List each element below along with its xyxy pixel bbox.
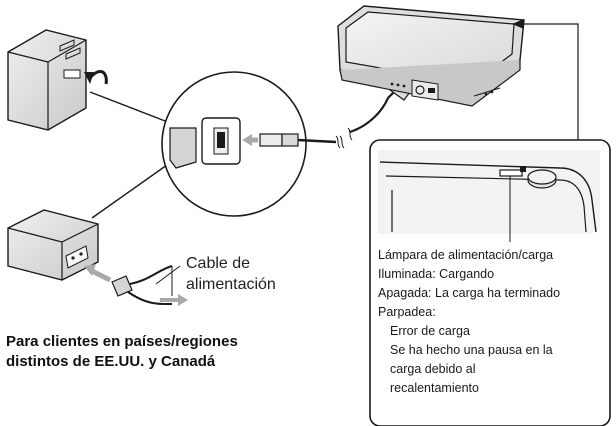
lamp-title: Lámpara de alimentación/carga	[378, 248, 554, 262]
lamp-detail-box	[369, 139, 611, 426]
ac-adapter-intl-icon	[7, 209, 99, 281]
power-cord-icon	[111, 265, 173, 305]
lamp-blink: Parpadea:	[378, 305, 436, 319]
cable-label-line1: Cable de	[186, 255, 251, 272]
lamp-off: Apagada: La carga ha terminado	[378, 286, 561, 300]
region-note-line2: distintos de EE.UU. y Canadá	[6, 353, 216, 370]
lamp-pause-line2: carga debido al	[390, 362, 476, 376]
lamp-lit: Iluminada: Cargando	[378, 267, 495, 281]
lamp-pause-line1: Se ha hecho una pausa en la	[390, 343, 553, 357]
ac-adapter-us-icon	[7, 29, 87, 131]
rotate-arrow-icon	[84, 69, 108, 85]
lamp-pause-line3: recalentamiento	[390, 381, 479, 395]
lamp-error: Error de carga	[390, 324, 470, 338]
cable-label-line2: alimentación	[186, 276, 276, 293]
usb-zoom-callout	[89, 71, 307, 219]
camera-icon	[337, 5, 525, 107]
region-note-line1: Para clientes en países/regiones	[6, 333, 238, 350]
